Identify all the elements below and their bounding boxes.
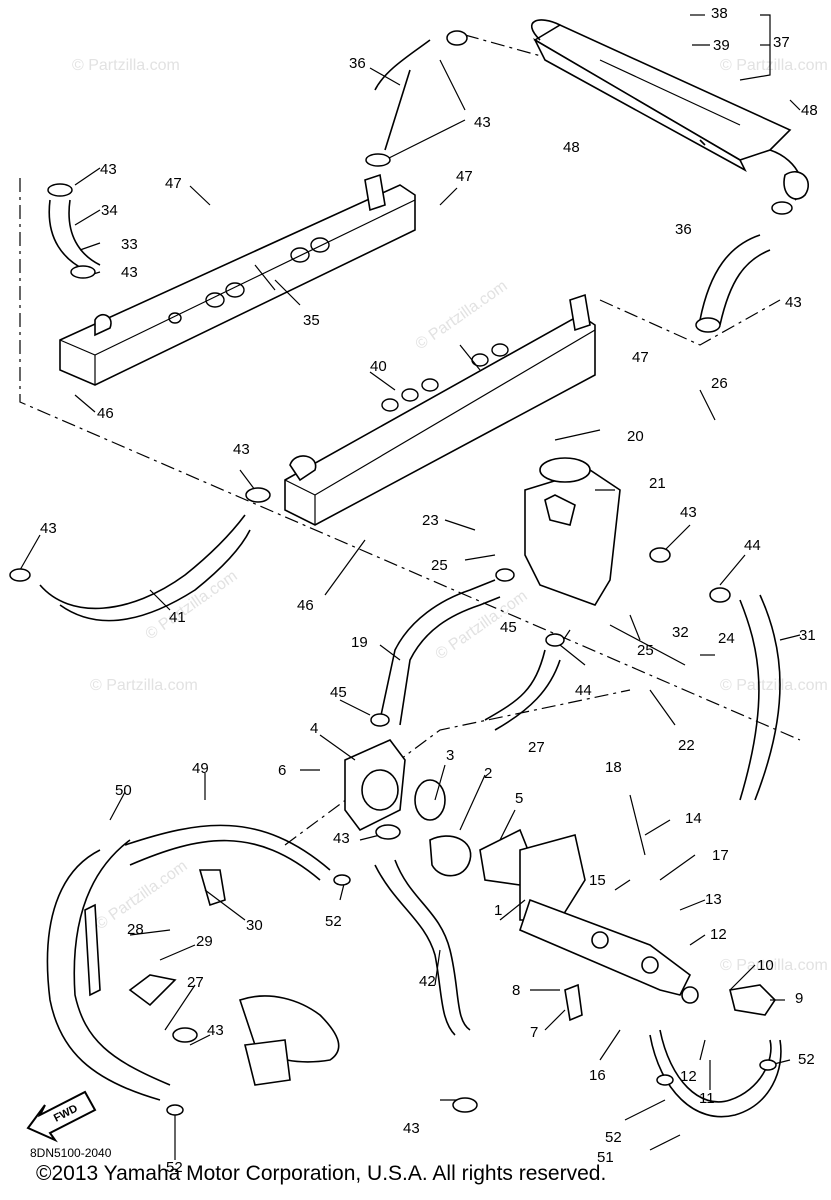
hose-clamps [9, 30, 793, 1116]
callout-52d: 52 [798, 1051, 815, 1068]
callout-6: 6 [278, 762, 286, 779]
callout-42: 42 [419, 973, 436, 990]
callout-26: 26 [711, 375, 728, 392]
callout-48b: 48 [801, 102, 818, 119]
callout-49: 49 [192, 760, 209, 777]
callout-14: 14 [685, 810, 702, 827]
callout-52: 52 [325, 913, 342, 930]
callout-50: 50 [115, 782, 132, 799]
callout-1: 1 [494, 902, 502, 919]
callout-19: 19 [351, 634, 368, 651]
callout-44: 44 [744, 537, 761, 554]
callout-36b: 36 [675, 221, 692, 238]
callout-47c: 47 [632, 349, 649, 366]
callout-30: 30 [246, 917, 263, 934]
callout-32: 32 [672, 624, 689, 641]
callout-43i: 43 [207, 1022, 224, 1039]
watermark: © Partzilla.com [720, 57, 828, 74]
callout-37: 37 [773, 34, 790, 51]
callout-43d: 43 [785, 294, 802, 311]
callout-43c: 43 [121, 264, 138, 281]
watermark: © Partzilla.com [90, 677, 198, 694]
callout-43e: 43 [233, 441, 250, 458]
callout-43j: 43 [403, 1120, 420, 1137]
watermark: © Partzilla.com [143, 568, 241, 644]
callout-16: 16 [589, 1067, 606, 1084]
diagram-code: 8DN5100-2040 [30, 1146, 112, 1160]
callout-27: 27 [528, 739, 545, 756]
callout-12b: 12 [680, 1068, 697, 1085]
callout-9: 9 [795, 990, 803, 1007]
callout-25b: 25 [637, 642, 654, 659]
callout-2: 2 [484, 765, 492, 782]
callout-45b: 45 [500, 619, 517, 636]
callout-labels: 1 2 3 4 5 6 7 8 9 10 11 12 12 13 14 15 1… [40, 5, 818, 1176]
callout-44b: 44 [575, 682, 592, 699]
callout-21: 21 [649, 475, 666, 492]
callout-15: 15 [589, 872, 606, 889]
watermark: © Partzilla.com [72, 57, 180, 74]
callout-43: 43 [474, 114, 491, 131]
callout-4: 4 [310, 720, 318, 737]
callout-23: 23 [422, 512, 439, 529]
callout-48: 48 [563, 139, 580, 156]
callout-25: 25 [431, 557, 448, 574]
callout-35: 35 [303, 312, 320, 329]
callout-40: 40 [370, 358, 387, 375]
callout-31: 31 [799, 627, 816, 644]
callout-29: 29 [196, 933, 213, 950]
callout-8: 8 [512, 982, 520, 999]
callout-38: 38 [711, 5, 728, 22]
callout-47: 47 [165, 175, 182, 192]
callout-43b: 43 [100, 161, 117, 178]
callout-46: 46 [97, 405, 114, 422]
watermark: © Partzilla.com [720, 957, 828, 974]
callout-28: 28 [127, 921, 144, 938]
callout-43g: 43 [680, 504, 697, 521]
fwd-arrow-icon: FWD [26, 1090, 97, 1143]
upper-radiator [531, 19, 809, 201]
callout-22: 22 [678, 737, 695, 754]
callout-41: 41 [169, 609, 186, 626]
callout-43h: 43 [333, 830, 350, 847]
callout-11: 11 [699, 1090, 715, 1107]
callout-17: 17 [712, 847, 729, 864]
left-radiator [59, 173, 416, 386]
watermark: © Partzilla.com [720, 677, 828, 694]
callout-52c: 52 [605, 1129, 622, 1146]
leader-lines [19, 14, 801, 1160]
callout-7: 7 [530, 1024, 538, 1041]
callout-51: 51 [597, 1149, 614, 1166]
callout-12: 12 [710, 926, 727, 943]
callout-18: 18 [605, 759, 622, 776]
callout-34: 34 [101, 202, 118, 219]
callout-43f: 43 [40, 520, 57, 537]
callout-39: 39 [713, 37, 730, 54]
callout-20: 20 [627, 428, 644, 445]
callout-10: 10 [757, 957, 774, 974]
thermostat-pump-assembly [344, 739, 777, 1022]
callout-46b: 46 [297, 597, 314, 614]
callout-24: 24 [718, 630, 735, 647]
callout-45: 45 [330, 684, 347, 701]
copyright-notice: ©2013 Yamaha Motor Corporation, U.S.A. A… [36, 1162, 607, 1185]
coolant-reservoir [524, 457, 621, 606]
middle-radiator [284, 293, 596, 526]
hoses [39, 39, 782, 1118]
callout-52b: 52 [166, 1159, 183, 1176]
callout-5: 5 [515, 790, 523, 807]
callout-33: 33 [121, 236, 138, 253]
callout-47b: 47 [456, 168, 473, 185]
watermark: © Partzilla.com [413, 278, 511, 354]
callout-27b: 27 [187, 974, 204, 991]
callout-3: 3 [446, 747, 454, 764]
lower-left-detail [84, 869, 340, 1086]
callout-13: 13 [705, 891, 722, 908]
callout-36: 36 [349, 55, 366, 72]
